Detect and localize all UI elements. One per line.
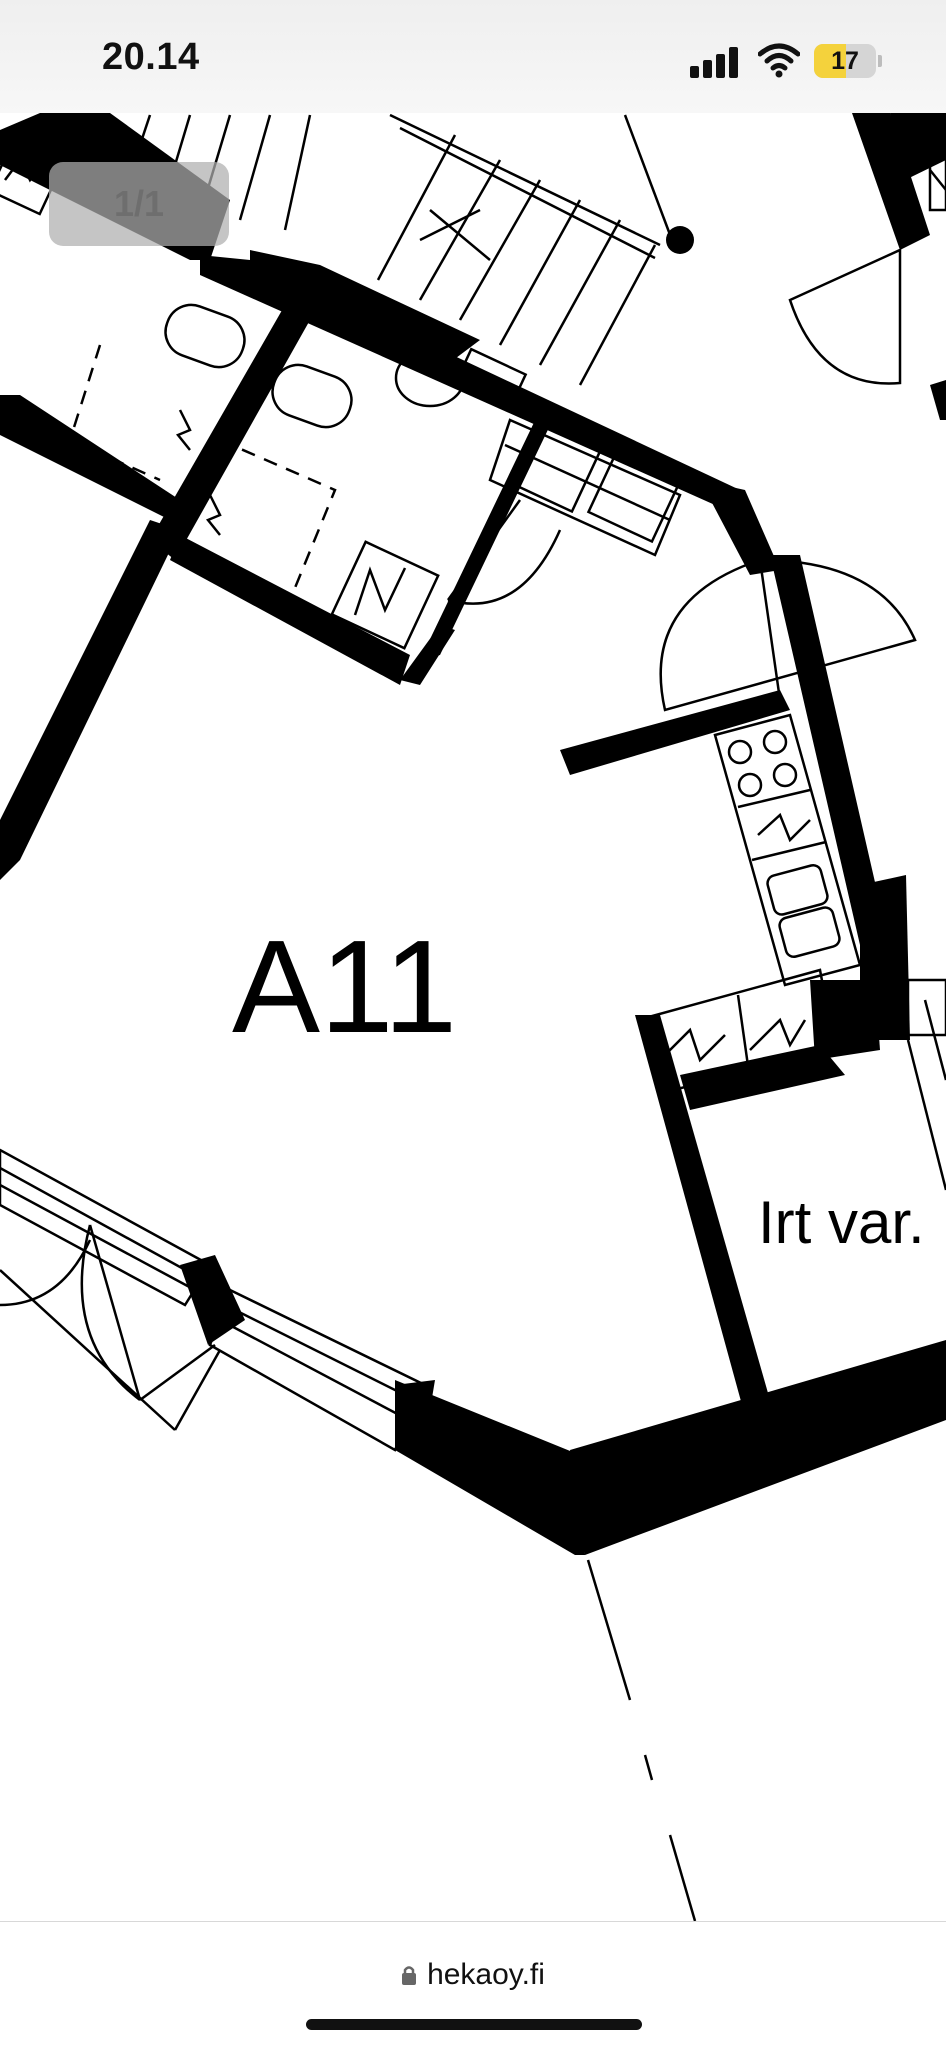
exterior-lines xyxy=(586,1559,697,1921)
battery-level-fill xyxy=(814,44,846,78)
kitchen xyxy=(643,713,862,1094)
lock-icon xyxy=(402,1966,417,1985)
walls xyxy=(0,113,946,1555)
status-bar: 20.14 17 xyxy=(0,0,946,113)
url-container[interactable]: hekaoy.fi xyxy=(0,1958,946,1992)
staircase xyxy=(78,113,674,386)
windows xyxy=(0,418,682,1452)
floor-plan-viewer[interactable]: A11 Irt var. xyxy=(0,113,946,1921)
browser-address-bar[interactable]: hekaoy.fi xyxy=(0,1921,946,2049)
page-indicator: 1/1 xyxy=(49,162,229,246)
cellular-signal-icon xyxy=(690,46,740,78)
clock: 20.14 xyxy=(102,36,200,78)
battery-nub xyxy=(878,55,882,67)
storage-label: Irt var. xyxy=(758,1189,925,1256)
battery-level: 17 xyxy=(831,46,859,75)
doors xyxy=(0,248,917,1431)
bathroom-fixtures xyxy=(0,134,684,650)
right-edge-details xyxy=(906,148,946,1191)
room-label: A11 xyxy=(232,913,458,1060)
floor-plan-drawing xyxy=(0,113,946,1921)
home-indicator[interactable] xyxy=(306,2019,642,2030)
battery-icon: 17 xyxy=(814,44,876,78)
url-text[interactable]: hekaoy.fi xyxy=(427,1958,545,1991)
column-dot xyxy=(666,226,694,254)
wifi-icon xyxy=(758,43,800,78)
